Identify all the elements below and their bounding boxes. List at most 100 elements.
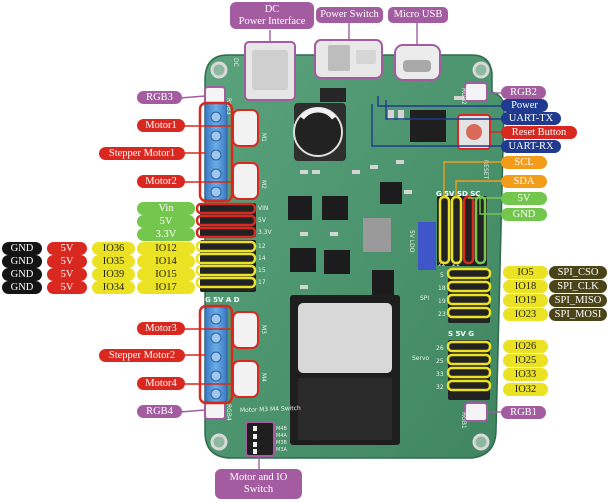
frame-5v-left: [195, 214, 257, 227]
frame-io19: [446, 293, 492, 306]
silk-sw-m4a: M4A: [276, 433, 287, 439]
motor3-label: Motor3: [137, 322, 185, 335]
pcb-board: [204, 54, 505, 459]
silk-sw-m3a: M3A: [276, 447, 287, 453]
5v-label-left: 5V: [137, 215, 195, 228]
servo-row-4: IO32: [503, 383, 548, 396]
reset-button-label: Reset Button: [501, 126, 577, 139]
dc-power-interface-label: DC Power Interface: [230, 2, 314, 29]
frame-io26: [446, 340, 492, 353]
silk-pin-15: 15: [258, 267, 266, 274]
frame-io15: [195, 264, 257, 277]
frame-io23: [446, 306, 492, 319]
silk-ldo: 5V LDO: [408, 230, 415, 253]
scl-label: SCL: [501, 156, 547, 169]
rgb2-label: RGB2: [501, 86, 546, 99]
frame-io12: [195, 240, 257, 253]
frame-io5: [446, 267, 492, 280]
chip-mid-4: [290, 248, 316, 272]
smd-components: [300, 96, 464, 289]
mount-hole-tl: [210, 61, 228, 79]
gpio-row-1-gnd: GND: [2, 242, 42, 255]
silk-m2: M2: [260, 180, 267, 189]
chip-mid-2: [322, 196, 348, 220]
servo-row-3: IO33: [503, 368, 548, 381]
dip-switch: [245, 421, 275, 457]
gpio-row-3-io2: IO15: [137, 268, 195, 281]
rgb4-label: RGB4: [137, 405, 182, 418]
gpio-row-4-gnd: GND: [2, 281, 42, 294]
spi-row-1-fn: SPI_CSO: [549, 266, 607, 279]
spi-row-1-io: IO5: [503, 266, 548, 279]
silk-servo-pin-25: 25: [436, 358, 444, 365]
silk-33v: 3.3V: [258, 229, 273, 236]
frame-io25: [446, 353, 492, 366]
silk-rgb3: RGB3: [225, 98, 232, 115]
motor4-label: Motor4: [137, 377, 185, 390]
silk-servo-pin-33: 33: [436, 371, 444, 378]
silk-22: 22: [438, 261, 446, 268]
silk-m1: M1: [260, 133, 267, 142]
motor3-connector: [232, 311, 259, 349]
frame-33v: [195, 226, 257, 239]
motor2-connector: [232, 162, 259, 200]
gpio-row-1-io2: IO12: [137, 242, 195, 255]
gpio-row-2-gnd: GND: [2, 255, 42, 268]
motor-io-switch-line1: Motor and IO: [229, 472, 288, 483]
silk-spi-pin-19: 19: [438, 298, 446, 305]
gpio-row-3-gnd: GND: [2, 268, 42, 281]
silk-servo-pin-26: 26: [436, 345, 444, 352]
chip-mid-5: [324, 250, 350, 274]
silk-rgb1: RGB1: [460, 412, 467, 429]
gnd-label-right: GND: [501, 208, 547, 221]
silk-rgb4: RGB4: [225, 404, 232, 421]
silk-spi-pin-18: 18: [438, 285, 446, 292]
3v3-label: 3.3V: [137, 228, 195, 241]
silk-g5vsdsc: G 5V SD SC: [436, 190, 480, 198]
silk-m4: M4: [260, 373, 267, 382]
motor4-connector: [232, 360, 259, 398]
stepper-motor2-label: Stepper Motor2: [99, 349, 185, 362]
uart-tx-label: UART-TX: [501, 112, 561, 125]
spi-row-4-fn: SPI_MOSI: [549, 308, 607, 321]
gpio-row-2-io: IO35: [92, 255, 135, 268]
silk-servo-pin-32: 32: [436, 384, 444, 391]
frame-io14: [195, 252, 257, 265]
spi-row-4-io: IO23: [503, 308, 548, 321]
silk-spi: SPI: [420, 295, 429, 302]
frame-io32: [446, 379, 492, 392]
servo-row-2: IO25: [503, 354, 548, 367]
frame-io33: [446, 366, 492, 379]
dc-label-line1: DC: [264, 4, 280, 15]
frame-5v-right: [462, 195, 475, 265]
frame-vin: [195, 202, 257, 215]
diode: [320, 88, 346, 102]
silk-vin: VIN: [258, 205, 268, 212]
silk-sw-m3b: M3B: [276, 440, 287, 446]
spi-row-2-fn: SPI_CLK: [549, 280, 607, 293]
mount-hole-br: [472, 433, 490, 451]
gpio-row-2-io2: IO14: [137, 255, 195, 268]
spi-row-2-io: IO18: [503, 280, 548, 293]
mount-hole-bl: [210, 433, 228, 451]
gpio-row-1-io: IO36: [92, 242, 135, 255]
silk-dc: DC: [232, 58, 239, 67]
dc-label-line2: Power Interface: [238, 16, 306, 27]
silk-servo: Servo: [412, 355, 430, 362]
gpio-row-4-v: 5V: [47, 281, 87, 294]
silk-spi-pin-5: 5: [440, 272, 444, 279]
gpio-row-3-v: 5V: [47, 268, 87, 281]
power-label: Power: [501, 99, 548, 112]
chip-uart: [410, 110, 446, 142]
silk-pin-17: 17: [258, 279, 266, 286]
vin-label: Vin: [137, 202, 195, 215]
spi-row-3-fn: SPI_MISO: [549, 294, 607, 307]
chip-mid-1: [380, 182, 402, 204]
silk-s5vg: S 5V G: [448, 330, 474, 338]
rgb1-led: [464, 402, 488, 422]
silk-pin-14: 14: [258, 255, 266, 262]
uart-rx-label: UART-RX: [501, 140, 561, 153]
silk-spi-pin-23: 23: [438, 311, 446, 318]
motor1-connector: [232, 109, 259, 147]
leader-lines: [179, 22, 503, 470]
